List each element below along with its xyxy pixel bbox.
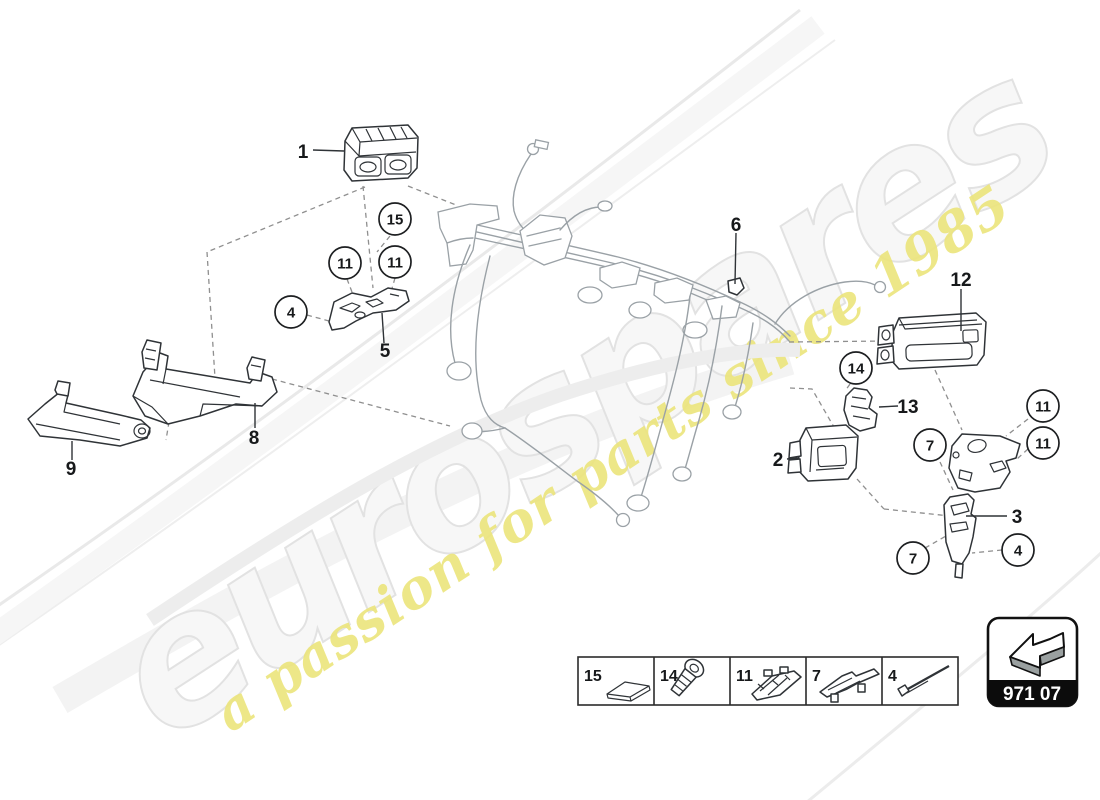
callout-11-c: 11 [1026,389,1060,423]
callout-7-a: 7 [913,428,947,462]
legend-item-11: 11 [736,666,802,701]
part-2-control-unit [787,424,859,482]
label-part-6: 6 [731,215,742,236]
callout-11-d: 11 [1026,426,1060,460]
legend-table: 15 14 11 [577,656,959,706]
badge-code-text: 971 07 [1003,684,1061,705]
svg-text:11: 11 [1035,436,1051,453]
svg-text:4: 4 [287,305,296,322]
legend-item-7: 7 [812,668,880,703]
part-3-bracket [943,433,1021,579]
callout-11-b: 11 [378,245,412,279]
section-arrow-icon [1009,632,1065,677]
svg-text:4: 4 [1014,543,1023,560]
bracket-rail-icon [819,668,880,703]
clip-module-icon [751,666,802,701]
label-leader-lines [71,149,1007,517]
part-9-bracket [27,380,151,447]
label-part-12: 12 [950,270,971,291]
svg-text:4: 4 [888,668,897,685]
part-13-bracket [843,387,878,432]
svg-text:11: 11 [1035,399,1051,416]
callout-4-a: 4 [274,295,308,329]
screw-icon [670,658,705,697]
part-code-badge: 971 07 [986,616,1079,708]
label-part-8: 8 [249,428,260,449]
svg-text:11: 11 [736,668,753,685]
svg-text:14: 14 [660,668,678,685]
part-5-bracket [328,287,410,331]
label-part-5: 5 [380,341,391,362]
callout-15: 15 [378,202,412,236]
label-part-13: 13 [897,397,918,418]
svg-text:14: 14 [848,361,865,378]
circled-callouts: 15 11 11 4 14 7 [274,202,1060,575]
badge-code-band [988,680,1077,706]
legend-item-4: 4 [888,665,950,697]
legend-item-14: 14 [660,658,705,697]
svg-text:11: 11 [337,256,353,273]
assembly-dashed-lines [165,185,1029,554]
part-1-control-unit [343,124,419,182]
part-6-clip [727,277,745,296]
svg-text:15: 15 [387,212,404,229]
label-part-3: 3 [1012,507,1023,528]
svg-text:7: 7 [926,438,934,455]
svg-text:11: 11 [387,255,403,272]
callout-4-b: 4 [1001,533,1035,567]
svg-text:7: 7 [812,668,821,685]
legend-item-15: 15 [584,668,651,702]
label-part-1: 1 [298,142,309,163]
insulation-pad-icon [606,681,651,702]
rivet-pin-icon [897,665,950,697]
callout-14: 14 [839,351,873,385]
label-part-2: 2 [773,450,784,471]
label-part-9: 9 [66,459,77,480]
svg-text:15: 15 [584,668,602,685]
part-8-bracket [132,339,278,425]
svg-text:7: 7 [909,551,917,568]
part-12-control-unit [876,312,987,370]
wiring-harness-drawing [146,139,887,626]
part-number-labels: 1 5 8 9 6 12 13 2 3 [66,142,1023,528]
callout-7-b: 7 [896,541,930,575]
callout-11-a: 11 [328,246,362,280]
